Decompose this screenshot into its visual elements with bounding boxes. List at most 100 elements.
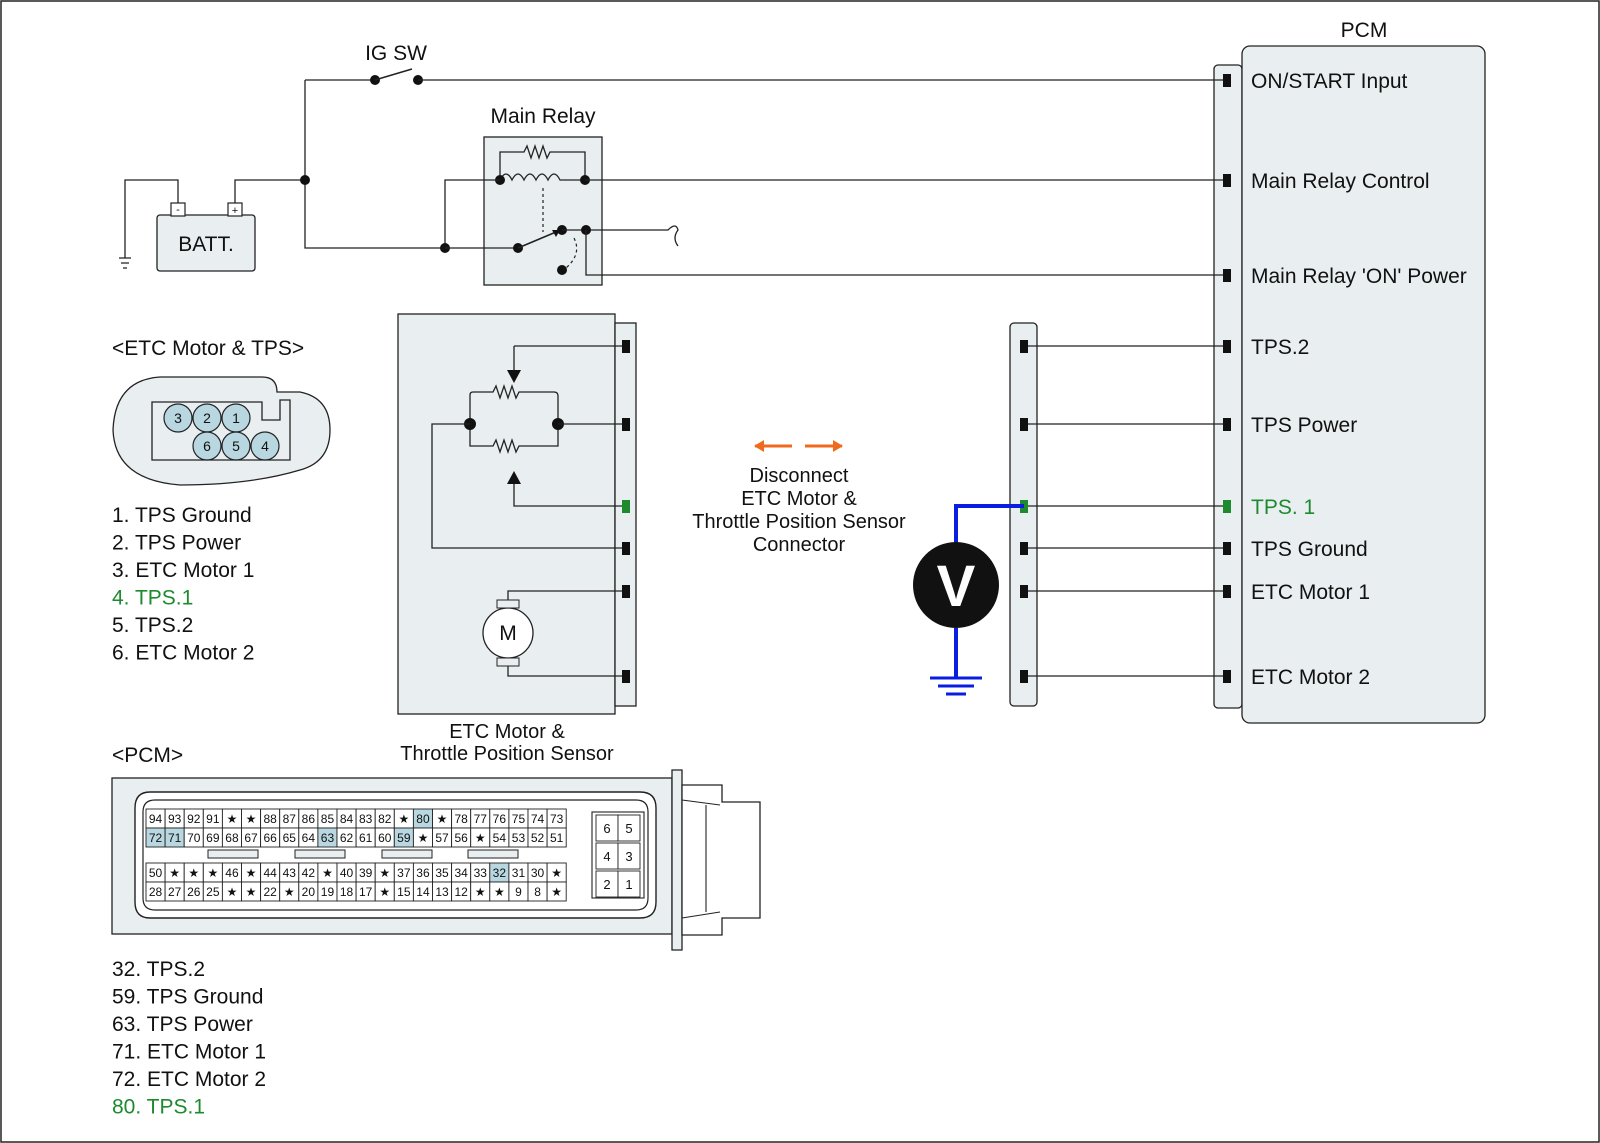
pcm-pin-number: 12 (454, 885, 468, 899)
pcm-connector-inner-shell (142, 799, 649, 911)
etc-pin (622, 585, 630, 598)
pcm-pin-number: ★ (551, 866, 562, 880)
voltmeter-probe-wire (954, 504, 1024, 545)
battery-positive-wire (234, 179, 305, 203)
pcm-pin-number: 22 (263, 885, 277, 899)
pcm-pin-number: 40 (340, 866, 354, 880)
pcm-legend-item: 71. ETC Motor 1 (112, 1041, 266, 1064)
pcm-pin-number: 17 (359, 885, 373, 899)
harness-pin (1020, 585, 1028, 598)
pcm-pin-number: 53 (512, 831, 526, 845)
pcm-pin-number: 87 (283, 812, 297, 826)
pcm-pin-label: TPS Ground (1251, 538, 1368, 561)
pcm-pin-number: 46 (225, 866, 239, 880)
battery (156, 214, 256, 272)
etc-pin-number: 5 (232, 438, 240, 454)
battery-plus-label: + (232, 205, 238, 217)
pcm-pin-number: 72 (149, 831, 163, 845)
pcm-pin-number: 31 (512, 866, 526, 880)
pcm-pin-label: ETC Motor 2 (1251, 666, 1370, 689)
relay-output-wire (562, 225, 679, 247)
b-plus-bus-wire (304, 80, 445, 249)
pcm-pin-label: Main Relay 'ON' Power (1251, 265, 1467, 288)
pcm-pin (1223, 340, 1231, 353)
pcm-pin-number: 57 (435, 831, 449, 845)
pcm-latch (467, 849, 519, 859)
pcm-pin-number: 83 (359, 812, 373, 826)
pcm-pin-number: 75 (512, 812, 526, 826)
pcm-pin-number: 68 (225, 831, 239, 845)
pcm-aux-cell (617, 814, 641, 842)
pcm-pin-number: 91 (206, 812, 220, 826)
etc-legend-item: 6. ETC Motor 2 (112, 642, 254, 665)
pcm-pin-number: 64 (302, 831, 316, 845)
pcm-block (1241, 45, 1486, 724)
relay-motion-arc (565, 237, 578, 269)
pcm-pin (1223, 418, 1231, 431)
pcm-pin (1223, 269, 1231, 282)
etc-pin-number: 1 (232, 410, 240, 426)
pcm-pin-number: 77 (474, 812, 488, 826)
ig-switch-blade (374, 68, 413, 81)
pcm-pin-number: ★ (379, 885, 390, 899)
pcm-pin-number: 62 (340, 831, 354, 845)
pcm-pin-number: 34 (454, 866, 468, 880)
pcm-pin-number: 43 (283, 866, 297, 880)
pcm-pin-number: 32 (493, 866, 507, 880)
pcm-aux-number: 6 (603, 821, 610, 836)
pcm-legend-item: 32. TPS.2 (112, 958, 205, 981)
tps-ground-wire (431, 423, 626, 549)
pcm-pin-number: 25 (206, 885, 220, 899)
pcm-pin-number: ★ (418, 831, 429, 845)
pcm-pin-label: ON/START Input (1251, 70, 1408, 93)
pcm-pin-number: 69 (206, 831, 220, 845)
etc-pin-tps1 (622, 500, 630, 513)
harness-pin (1020, 418, 1028, 431)
etc-pin-number: 3 (174, 410, 182, 426)
relay-coil-resistor (499, 143, 586, 180)
disconnect-arrow-left-icon (754, 440, 764, 452)
pcm-pin-number: ★ (227, 812, 238, 826)
etc-pin (622, 542, 630, 555)
etc-section-title: <ETC Motor & TPS> (112, 337, 304, 360)
pcm-pin-number: ★ (246, 812, 257, 826)
pcm-pin-number: ★ (322, 866, 333, 880)
etc-harness-connector (614, 322, 637, 707)
pcm-pin-label: TPS Power (1251, 414, 1357, 437)
battery-minus-label: - (176, 204, 180, 216)
pcm-pin-number: 26 (187, 885, 201, 899)
pcm-pin-label: TPS.2 (1251, 336, 1309, 359)
pcm-pin-number: 94 (149, 812, 163, 826)
pcm-pin-number: 36 (416, 866, 430, 880)
pcm-pin-label: ETC Motor 1 (1251, 581, 1370, 604)
etc-pin (622, 670, 630, 683)
pcm-title: PCM (1341, 19, 1388, 42)
etc-pin-number: 6 (203, 438, 211, 454)
motor-brush-bottom (496, 657, 520, 667)
pcm-connector-lever (681, 784, 761, 936)
pcm-pin-number: 37 (397, 866, 411, 880)
voltmeter-ground-icon (930, 676, 982, 696)
pcm-pin-number: ★ (246, 885, 257, 899)
disconnect-line2: ETC Motor & (741, 488, 857, 510)
pcm-pin-number: ★ (169, 866, 180, 880)
pcm-pin-number: 28 (149, 885, 163, 899)
pcm-pin (1223, 542, 1231, 555)
etc-legend-item: 4. TPS.1 (112, 587, 193, 610)
relay-switch-blade (517, 231, 557, 249)
pcm-pin-number: 39 (359, 866, 373, 880)
pcm-aux-number: 4 (603, 849, 610, 864)
pcm-aux-number: 5 (625, 821, 632, 836)
pcm-pin-number: 61 (359, 831, 373, 845)
disconnect-line4: Connector (753, 534, 846, 556)
etc-pin-number: 2 (203, 410, 211, 426)
pcm-latch (207, 849, 259, 859)
pcm-pin-number: 63 (321, 831, 335, 845)
pcm-pin-number: 93 (168, 812, 182, 826)
pcm-aux-cell (617, 870, 641, 898)
harness-pin (1020, 340, 1028, 353)
pcm-pin-number: 82 (378, 812, 392, 826)
etc-pin-circle (192, 431, 222, 461)
pcm-pin-number: 30 (531, 866, 545, 880)
pcm-pin-number: ★ (227, 885, 238, 899)
